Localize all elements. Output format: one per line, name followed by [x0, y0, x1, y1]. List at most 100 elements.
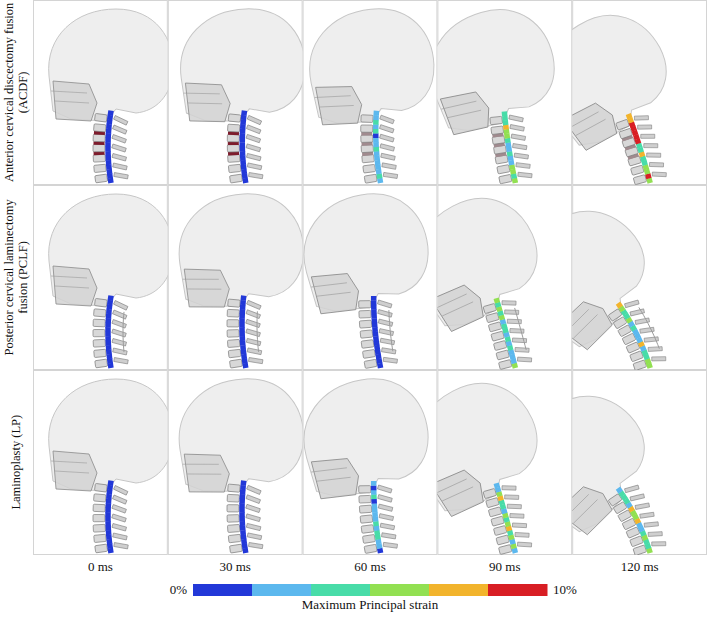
spinal-cord: [630, 507, 632, 511]
spinal-cord: [496, 298, 497, 303]
spinal-cord: [511, 535, 512, 540]
spinal-cord: [106, 354, 112, 359]
cervical-spine: [483, 298, 532, 369]
spinal-cord: [240, 129, 246, 134]
spinal-cord: [640, 527, 642, 531]
spinal-cord: [642, 531, 644, 536]
spinal-cord: [108, 111, 114, 116]
spinal-cord: [106, 120, 112, 125]
row-label: Anterior cervical discectomy fusion (ACD…: [2, 2, 31, 183]
spinal-cord: [507, 151, 513, 156]
spinal-cord: [108, 481, 114, 486]
head-model: [49, 9, 168, 121]
spinal-cord: [105, 508, 111, 513]
spinal-cord: [106, 350, 112, 355]
spinal-cord: [242, 174, 248, 179]
spinal-cord: [514, 178, 515, 183]
spinal-cord: [375, 160, 381, 165]
spinal-cord: [507, 156, 513, 161]
spinal-cord: [105, 323, 111, 328]
cervical-spine: [608, 300, 666, 370]
spinal-cord: [638, 338, 640, 342]
spinal-cord: [373, 336, 379, 341]
time-label: 30 ms: [219, 560, 250, 575]
head-model: [572, 189, 667, 356]
spinal-cord: [497, 487, 498, 492]
cervical-spine: [93, 111, 128, 183]
spinal-cord: [106, 530, 112, 535]
simulation-panel: [393, 364, 571, 554]
spinal-cord: [239, 512, 245, 517]
spinal-cord: [501, 315, 502, 320]
cervical-spine: [227, 481, 263, 553]
spinal-cord: [507, 522, 508, 527]
spinal-cord: [240, 142, 246, 147]
spinal-cord: [242, 359, 248, 364]
simulation-panel: [34, 1, 174, 185]
spinal-cord: [506, 332, 507, 337]
head-model: [176, 191, 302, 309]
spinal-cord: [649, 178, 650, 183]
spinal-cord: [371, 309, 377, 314]
spinal-cord: [510, 530, 511, 535]
spinal-cord: [373, 129, 379, 134]
spinal-cord: [640, 342, 642, 346]
spinal-cord: [240, 296, 246, 301]
fixation-rod: [389, 310, 393, 351]
cervical-spine: [227, 296, 263, 368]
spinal-cord: [505, 142, 511, 147]
spinal-cord: [500, 311, 501, 316]
spinal-cord: [105, 327, 111, 332]
spinal-cord: [373, 517, 379, 522]
spinal-cord: [239, 314, 245, 319]
spinal-cord: [241, 354, 247, 359]
spinal-cord: [241, 111, 247, 116]
spinal-cord: [371, 485, 377, 490]
spinal-cord: [240, 530, 246, 535]
spinal-cord: [371, 503, 377, 508]
spinal-cord: [239, 332, 245, 337]
spinal-cord: [633, 126, 635, 131]
spinal-cord: [636, 519, 638, 523]
spinal-cord: [242, 548, 248, 553]
spinal-cord: [240, 300, 246, 305]
spinal-cord: [106, 539, 112, 544]
spinal-cord: [239, 327, 245, 332]
spinal-cord: [240, 526, 246, 531]
cervical-spine: [227, 111, 263, 183]
spinal-cord: [240, 160, 246, 165]
spinal-cord: [623, 496, 626, 500]
spinal-cord: [377, 363, 383, 368]
spinal-cord: [634, 131, 636, 136]
spinal-cord: [628, 318, 630, 322]
spinal-cord: [508, 341, 509, 346]
spinal-cord: [106, 305, 112, 310]
spinal-cord: [647, 359, 649, 364]
spinal-cord: [106, 314, 112, 319]
simulation-panel: [34, 371, 174, 555]
spinal-cord: [648, 174, 649, 179]
spinal-cord: [508, 160, 514, 165]
spinal-cord: [373, 521, 379, 526]
spinal-cord: [375, 165, 381, 170]
head-model: [179, 7, 303, 123]
spinal-cord: [105, 156, 111, 161]
spinal-cord: [638, 523, 640, 527]
spinal-cord: [618, 303, 621, 307]
spinal-cord: [503, 125, 509, 130]
spinal-cord: [511, 350, 512, 355]
spinal-cord: [371, 305, 377, 310]
simulation-panel: [168, 371, 306, 555]
spinal-cord: [242, 178, 248, 183]
spinal-cord: [628, 503, 630, 507]
spinal-cord: [376, 544, 382, 549]
spinal-cord: [106, 494, 112, 499]
spinal-cord: [240, 350, 246, 355]
spinal-cord: [239, 503, 245, 508]
spinal-cord: [105, 138, 111, 143]
spinal-cord: [375, 539, 381, 544]
spinal-cord: [637, 139, 639, 144]
spinal-cord: [644, 535, 646, 540]
